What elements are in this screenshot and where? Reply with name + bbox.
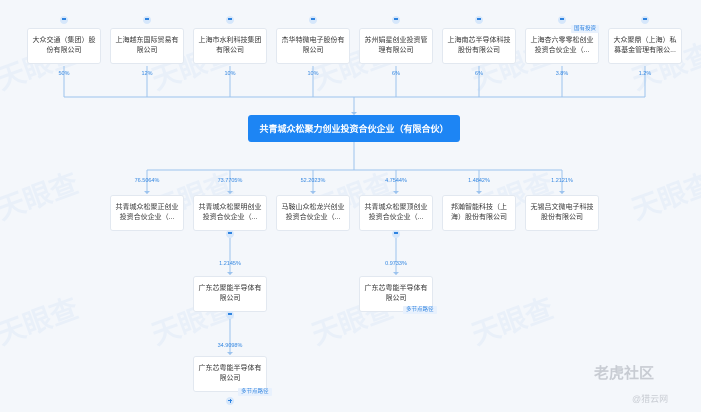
share-percent: 34.9098% (217, 343, 243, 349)
share-percent: 73.7705% (217, 178, 243, 184)
shareholder-node[interactable]: 上海南芯半导体科技股份有限公司 (442, 28, 516, 64)
share-percent: 4.7544% (385, 178, 407, 184)
shareholder-node[interactable]: 上海杏六零零松创业投资合伙企业（... (525, 28, 599, 64)
share-percent: 10% (307, 71, 319, 77)
collapse-icon[interactable] (60, 16, 68, 24)
share-percent: 12% (141, 71, 153, 77)
share-percent: 6% (392, 71, 400, 77)
expand-icon[interactable] (226, 397, 234, 405)
investment-node[interactable]: 共青城众松聚明创业投资合伙企业（... (193, 195, 267, 231)
collapse-icon[interactable] (392, 230, 400, 238)
logo-main: 老虎社区 (594, 365, 655, 382)
investment-node[interactable]: 广东芯粤能半导体有限公司 (193, 356, 267, 392)
investment-node[interactable]: 无锡吕文微电子科技股份有限公司 (525, 195, 599, 231)
share-percent: 1.2% (638, 71, 652, 77)
multi-path-badge: 多节点路径 (403, 306, 437, 314)
share-percent: 6% (475, 71, 483, 77)
state-investment-badge: 国有投资 (571, 25, 600, 33)
collapse-icon[interactable] (309, 16, 317, 24)
shareholder-node[interactable]: 上海越东国际贸易有限公司 (110, 28, 184, 64)
collapse-icon[interactable] (226, 16, 234, 24)
shareholder-node[interactable]: 杰华特微电子股份有限公司 (276, 28, 350, 64)
shareholder-node[interactable]: 大众交通（集团）股份有限公司 (27, 28, 101, 64)
collapse-icon[interactable] (641, 16, 649, 24)
investment-node[interactable]: 邦瀚智能科技（上海）股份有限公司 (442, 195, 516, 231)
shareholder-node[interactable]: 大众聚鼎（上海）私募基金管理有限公... (608, 28, 682, 64)
collapse-icon[interactable] (558, 16, 566, 24)
shareholder-node[interactable]: 上海市水利科技集团有限公司 (193, 28, 267, 64)
share-percent: 0.9733% (385, 261, 407, 267)
share-percent: 1.4842% (468, 178, 490, 184)
collapse-icon[interactable] (475, 16, 483, 24)
center-company-node[interactable]: 共青城众松聚力创业投资合伙企业（有限合伙） (248, 115, 460, 142)
share-percent: 3.8% (555, 71, 569, 77)
investment-node[interactable]: 共青城众松聚正创业投资合伙企业（... (110, 195, 184, 231)
collapse-icon[interactable] (392, 16, 400, 24)
collapse-icon[interactable] (143, 16, 151, 24)
investment-node[interactable]: 共青城众松聚顶创业投资合伙企业（... (359, 195, 433, 231)
investment-node[interactable]: 马鞍山众松龙兴创业投资合伙企业（... (276, 195, 350, 231)
logo-sub: @猎云网 (632, 394, 669, 404)
collapse-icon[interactable] (226, 311, 234, 319)
share-percent: 76.5064% (134, 178, 160, 184)
share-percent: 1.2145% (219, 261, 241, 267)
share-percent: 52.2023% (300, 178, 326, 184)
collapse-icon[interactable] (226, 230, 234, 238)
shareholder-node[interactable]: 苏州娟星创业投资管理有限公司 (359, 28, 433, 64)
multi-path-badge: 多节点路径 (238, 388, 272, 396)
share-percent: 50% (58, 71, 70, 77)
investment-node[interactable]: 广东芯聚能半导体有限公司 (193, 276, 267, 312)
share-percent: 1.2121% (551, 178, 573, 184)
share-percent: 10% (224, 71, 236, 77)
